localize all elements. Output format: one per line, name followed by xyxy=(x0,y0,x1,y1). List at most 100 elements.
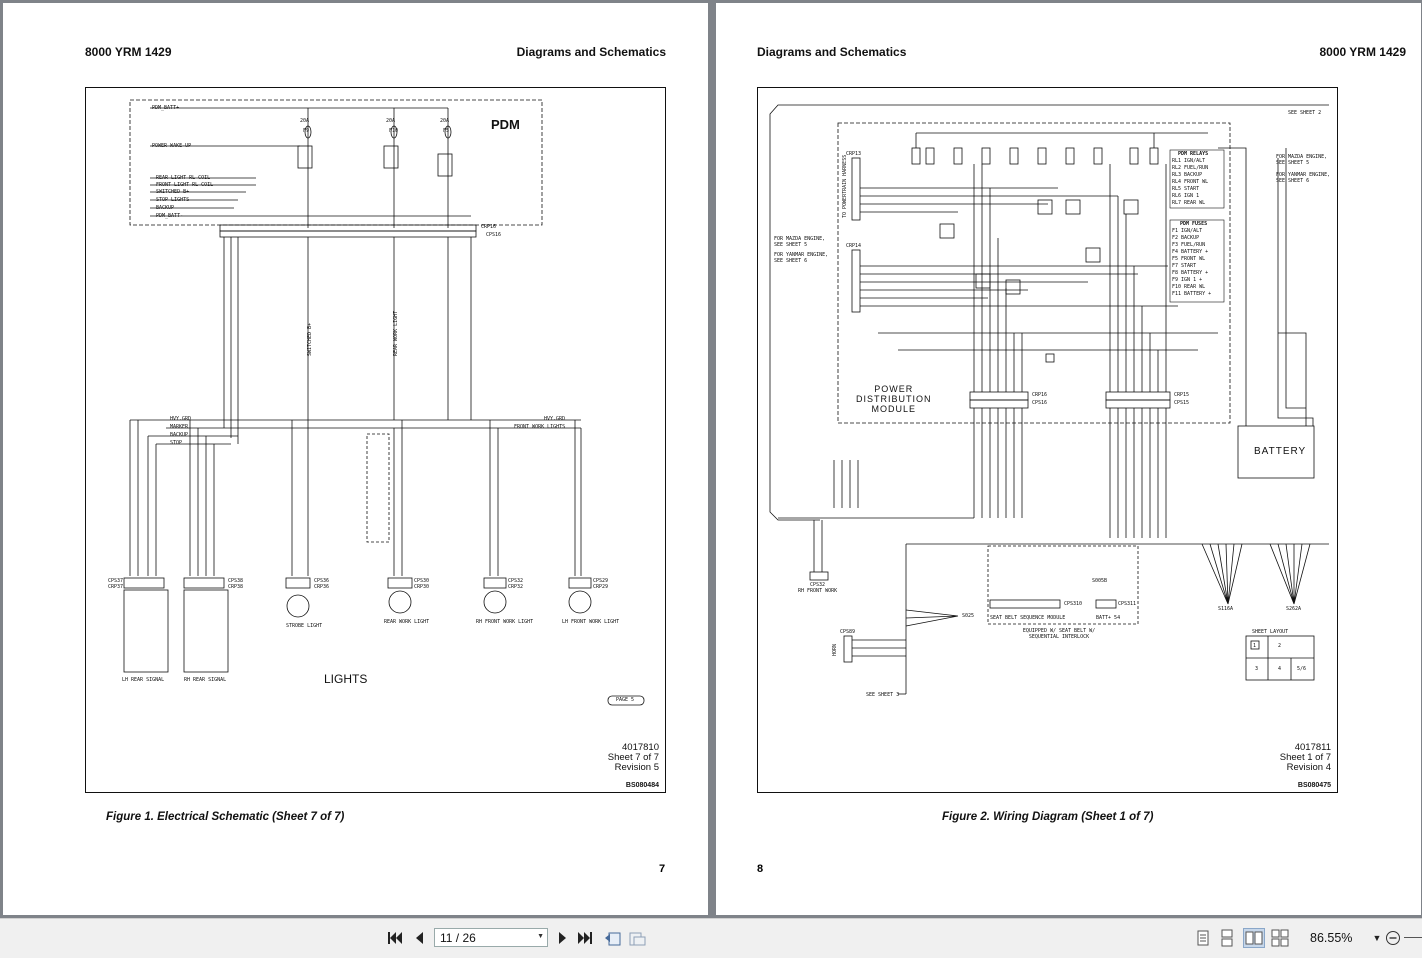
right-page: Diagrams and Schematics 8000 YRM 1429 xyxy=(716,3,1421,915)
fuse-row: F10 REAR WL xyxy=(1172,284,1206,290)
header-doc-id: 8000 YRM 1429 xyxy=(1319,45,1406,59)
continuous-view-button[interactable] xyxy=(1218,929,1236,947)
fuse-id: F5 xyxy=(443,128,450,134)
relay-row: RL4 FRONT WL xyxy=(1172,179,1209,185)
page-number-value: 11 / 26 xyxy=(440,931,476,945)
viewer-toolbar: 11 / 26 ▼ 86.55% ▼ xyxy=(0,918,1422,958)
bus-label: BACKUP xyxy=(170,432,189,438)
bus-label: HVY.GRD xyxy=(544,416,566,422)
continuous-facing-view-button[interactable] xyxy=(1270,929,1289,947)
relay-row: RL5 START xyxy=(1172,186,1200,192)
fuse-row: F8 BATTERY + xyxy=(1172,270,1209,276)
pdm-input-label: REAR LIGHT RL COIL xyxy=(156,175,211,181)
connector-label: CRP16 xyxy=(1032,392,1048,398)
continuous-page-icon xyxy=(1221,929,1233,947)
connector-label: CRP30 xyxy=(414,584,430,590)
connector-label: CRP37 xyxy=(108,584,124,590)
fuse-row: F1 IGN/ALT xyxy=(1172,228,1203,234)
layout-cell: 5/6 xyxy=(1297,666,1307,672)
left-page: 8000 YRM 1429 Diagrams and Schematics xyxy=(3,3,708,915)
connector-label: CPS89 xyxy=(840,629,856,635)
next-view-icon xyxy=(629,932,646,946)
lamp-label: STROBE LIGHT xyxy=(286,623,323,629)
header-section: Diagrams and Schematics xyxy=(516,45,666,59)
connector-label: CRP36 xyxy=(314,584,330,590)
connector-label: CPS38 xyxy=(228,578,244,584)
fuse-rating: 20A xyxy=(440,118,450,124)
bs-id: BS080484 xyxy=(625,782,659,789)
facing-view-button[interactable] xyxy=(1243,928,1265,948)
relay-row: RL7 REAR WL xyxy=(1172,200,1206,206)
connector-label: CPS311 xyxy=(1118,601,1137,607)
connector-label: CRP15 xyxy=(1174,392,1190,398)
figure-caption: Figure 1. Electrical Schematic (Sheet 7 … xyxy=(106,811,345,823)
zoom-level[interactable]: 86.55% xyxy=(1310,931,1353,945)
fuse-row: F4 BATTERY + xyxy=(1172,249,1209,255)
fuse-id: F10 xyxy=(389,128,399,134)
next-page-button[interactable] xyxy=(554,929,572,947)
horn-label: HORN xyxy=(832,643,838,656)
equipped-note: EQUIPPED W/ SEAT BELT W/ SEQUENTIAL INTE… xyxy=(1022,628,1096,640)
fuse-rating: 20A xyxy=(300,118,310,124)
lamp-label: LH REAR SIGNAL xyxy=(122,677,165,683)
previous-view-button[interactable] xyxy=(604,929,622,947)
fuse-table-title: PDM FUSES xyxy=(1180,221,1208,227)
pdm-input-label: PDM_BATT+ xyxy=(152,105,180,111)
revision-block: 4017811 Sheet 1 of 7 Revision 4 xyxy=(1280,743,1331,773)
seat-belt-label: SEAT BELT SEQUENCE MODULE xyxy=(990,615,1066,621)
relay-row: RL3 BACKUP xyxy=(1172,172,1203,178)
wiring-lines xyxy=(769,104,1329,695)
first-page-button[interactable] xyxy=(386,929,404,947)
connector-label: CPS32 xyxy=(508,578,524,584)
fuse-row: F9 IGN 1 + xyxy=(1172,277,1203,283)
zoom-slider[interactable] xyxy=(1404,937,1422,938)
previous-view-icon xyxy=(605,932,621,946)
schematic-drawing: PDM LIGHTS PDM_BATT+ POWER WAKE-UP REAR … xyxy=(85,87,666,793)
batt-label: BATT+ 54 xyxy=(1096,615,1121,621)
connector-label: CPS15 xyxy=(1174,400,1190,406)
zoom-dropdown-icon[interactable]: ▼ xyxy=(1372,933,1382,943)
last-page-button[interactable] xyxy=(576,929,594,947)
lights-title: LIGHTS xyxy=(324,672,368,686)
connector-label: CPS36 xyxy=(314,578,330,584)
single-page-view-button[interactable] xyxy=(1194,929,1212,947)
layout-cell: 2 xyxy=(1278,643,1282,649)
splice-label: S262A xyxy=(1286,606,1302,612)
harness-label: TO POWERTRAIN HARNESS xyxy=(842,154,848,218)
connector-label: CRP38 xyxy=(228,584,244,590)
drawing-number: 4017811 xyxy=(1294,742,1331,753)
connector-label: CRP16 xyxy=(481,224,497,230)
zoom-out-icon xyxy=(1386,931,1400,945)
revision-block: 4017810 Sheet 7 of 7 Revision 5 xyxy=(608,743,659,773)
first-page-icon xyxy=(388,932,402,944)
connector-label: CPS29 xyxy=(593,578,609,584)
pdm-title: PDM xyxy=(491,117,520,132)
connector-label: CPS310 xyxy=(1064,601,1083,607)
lamp-label: RH REAR SIGNAL xyxy=(184,677,227,683)
previous-page-button[interactable] xyxy=(410,929,428,947)
page-number-field[interactable]: 11 / 26 ▼ xyxy=(434,928,548,947)
relay-table-title: PDM RELAYS xyxy=(1178,151,1209,157)
engine-note: FOR MAZDA ENGINE, SEE SHEET 5 xyxy=(774,236,826,248)
sheet-number: Sheet 7 of 7 xyxy=(607,752,659,763)
relay-row: RL2 FUEL/RUN xyxy=(1172,165,1209,171)
connector-label: CPS32 xyxy=(810,582,826,588)
splice-label: S116A xyxy=(1218,606,1234,612)
pdm-input-label: FRONT LIGHT RL COIL xyxy=(156,182,214,188)
splice-label: S005B xyxy=(1092,578,1108,584)
fuse-row: F3 FUEL/RUN xyxy=(1172,242,1206,248)
next-view-button[interactable] xyxy=(628,929,646,947)
zoom-out-button[interactable] xyxy=(1384,929,1402,947)
layout-cell: 1 xyxy=(1253,643,1257,649)
splice-label: S025 xyxy=(962,613,975,619)
bs-id: BS080475 xyxy=(1297,782,1331,789)
page-number: 7 xyxy=(659,863,666,875)
connector-label: CPS16 xyxy=(1032,400,1048,406)
relay-row: RL6 IGN 1 xyxy=(1172,193,1200,199)
sheet-ref: SEE SHEET 3 xyxy=(866,692,900,698)
chevron-down-icon[interactable]: ▼ xyxy=(537,933,544,940)
connector-label: CPS30 xyxy=(414,578,430,584)
bus-label: FRONT WORK LIGHTS xyxy=(514,424,566,430)
fuse-row: F11 BATTERY + xyxy=(1172,291,1212,297)
battery-label: BATTERY xyxy=(1254,446,1307,457)
